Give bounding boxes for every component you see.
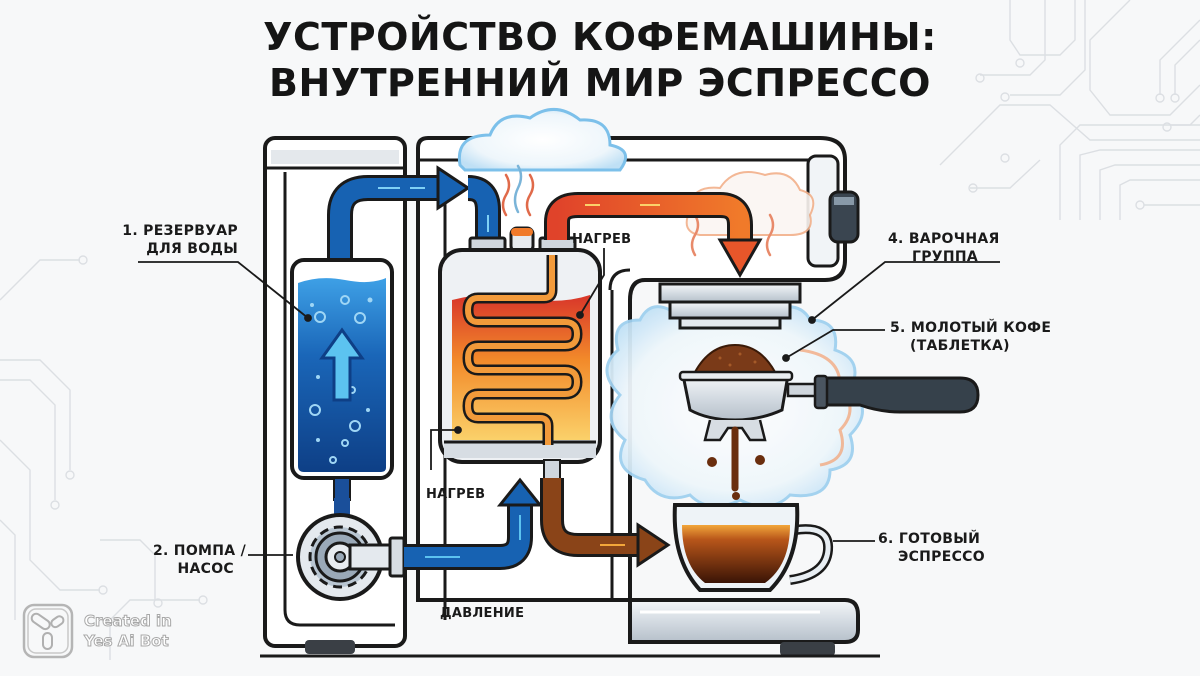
yes-ai-bot-logo-icon xyxy=(22,603,74,659)
pressure-pipe xyxy=(404,477,544,570)
label-brew-group-line2: ГРУППА xyxy=(912,249,979,265)
label-ground-coffee-line1: 5. МОЛОТЫЙ КОФЕ xyxy=(890,320,1052,336)
water-up-arrow-icon xyxy=(319,327,365,402)
portafilter xyxy=(678,343,980,500)
water-reservoir xyxy=(290,258,394,501)
label-pump-line1: 2. ПОМПА / xyxy=(152,543,246,559)
label-pump: 2. ПОМПА / НАСОС xyxy=(118,542,246,578)
pump xyxy=(296,498,406,601)
label-ready-espresso-line1: 6. ГОТОВЫЙ xyxy=(878,531,981,547)
label-brew-group-line1: 4. ВАРОЧНАЯ xyxy=(888,231,1000,247)
flow-arrow-icon xyxy=(436,165,471,211)
label-ground-coffee-line2: (ТАБЛЕТКА) xyxy=(910,338,1010,354)
title-line-1: УСТРОЙСТВО КОФЕМАШИНЫ: xyxy=(263,15,937,59)
title-line-2: ВНУТРЕННИЙ МИР ЭСПРЕССО xyxy=(269,61,931,105)
drip-tray-base xyxy=(260,598,880,658)
espresso-cup xyxy=(672,503,834,592)
watermark-line2: Yes Ai Bot xyxy=(84,632,170,651)
flow-arrow-down-icon xyxy=(717,238,763,279)
heat-wisps-icon xyxy=(501,164,775,257)
label-pressure: ДАВЛЕНИЕ xyxy=(440,606,525,621)
page-title: УСТРОЙСТВО КОФЕМАШИНЫ: ВНУТРЕННИЙ МИР ЭС… xyxy=(0,14,1200,106)
label-water-reservoir-line2: ДЛЯ ВОДЫ xyxy=(146,241,238,257)
flow-arrow-up-icon xyxy=(496,477,544,507)
brew-group xyxy=(658,282,802,330)
watermark: Created in Yes Ai Bot xyxy=(22,603,172,659)
label-pump-line2: НАСОС xyxy=(177,561,234,577)
label-ready-espresso: 6. ГОТОВЫЙ ЭСПРЕССО xyxy=(878,530,985,566)
label-ready-espresso-line2: ЭСПРЕССО xyxy=(898,549,985,565)
watermark-line1: Created in xyxy=(84,612,173,631)
label-heating-bottom: НАГРЕВ xyxy=(426,487,486,502)
coffee-pipe xyxy=(540,478,671,568)
hot-water-pipe xyxy=(544,192,763,279)
label-brew-group: 4. ВАРОЧНАЯ ГРУППА xyxy=(888,230,1000,266)
leader-lines xyxy=(138,248,1000,598)
steam-cloud-head xyxy=(685,171,815,236)
flow-arrow-right-icon xyxy=(636,522,671,568)
label-water-reservoir: 1. РЕЗЕРВУАР ДЛЯ ВОДЫ xyxy=(108,222,238,258)
label-ground-coffee: 5. МОЛОТЫЙ КОФЕ (ТАБЛЕТКА) xyxy=(890,319,1051,355)
boiler xyxy=(438,226,602,481)
steam-cloud-top xyxy=(457,108,628,172)
cold-water-pipe xyxy=(327,165,501,258)
label-water-reservoir-line1: 1. РЕЗЕРВУАР xyxy=(122,223,238,239)
label-heating-top: НАГРЕВ xyxy=(572,232,632,247)
